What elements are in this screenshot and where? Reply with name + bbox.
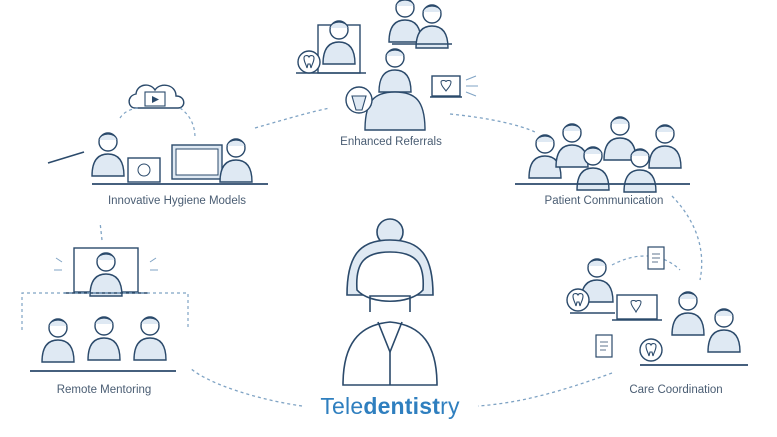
center-dentist-illustration (342, 218, 438, 386)
care-coordination-illustration (566, 246, 748, 366)
label-innovative-hygiene-models: Innovative Hygiene Models (107, 195, 247, 207)
label-care-coordination: Care Coordination (629, 384, 723, 396)
innovative-hygiene-models-illustration (47, 84, 268, 185)
title-part-ry: ry (440, 393, 460, 419)
patient-communication-illustration (515, 116, 690, 193)
enhanced-referrals-illustration (296, 0, 478, 131)
label-enhanced-referrals: Enhanced Referrals (340, 136, 442, 148)
label-patient-communication: Patient Communication (544, 195, 664, 207)
label-remote-mentoring: Remote Mentoring (56, 384, 152, 396)
remote-mentoring-illustration (21, 247, 189, 372)
teledentistry-title: Teledentistry (320, 393, 459, 420)
title-part-dentist: dentist (363, 393, 441, 419)
connector-ring (99, 107, 703, 407)
title-part-tele: Tele (320, 393, 364, 419)
